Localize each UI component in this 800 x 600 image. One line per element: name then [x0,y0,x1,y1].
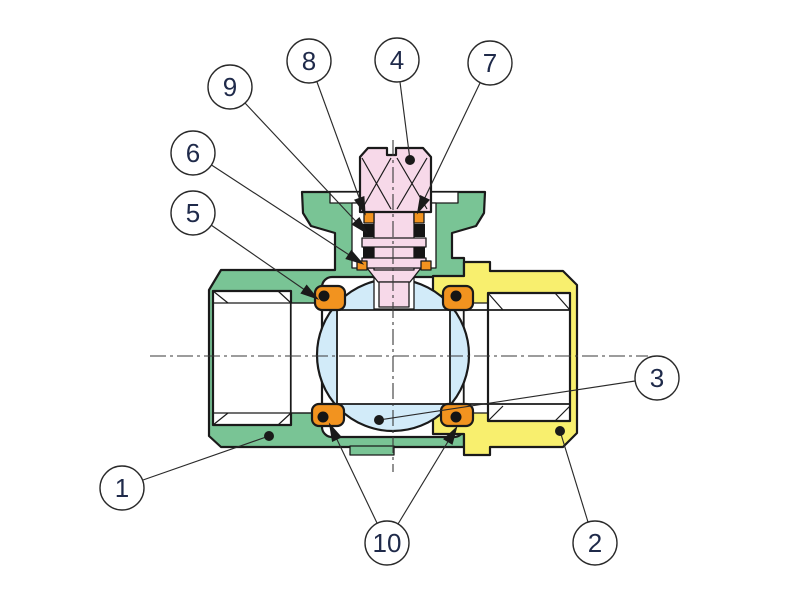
callout-number-9: 9 [223,72,237,102]
leader-line-9 [244,102,366,232]
stem-oring-left-1 [363,224,374,237]
callout-4: 4 [374,37,420,165]
callout-7: 7 [416,40,513,215]
callout-circle-7 [467,40,513,86]
leader-arrow-6 [345,249,365,265]
callout-number-8: 8 [302,46,316,76]
centerlines [150,140,648,472]
stem-washer-left [356,260,368,271]
callout-circle-10 [364,520,410,566]
callout-3: 3 [374,355,680,425]
leader-line-5 [210,224,316,298]
callout-circle-2 [572,520,618,566]
callout-circle-5 [170,190,216,236]
leader-line-3 [378,380,636,421]
callout-10: 10 [328,422,458,566]
leader-line-8 [316,81,365,212]
callout-circle-4 [374,37,420,83]
seat-oring-upper-left [318,290,330,302]
callout-number-1: 1 [115,473,129,503]
stem-seal-upper-right [413,211,425,224]
callout-number-2: 2 [588,528,602,558]
callout-2: 2 [555,426,618,566]
leader-arrow-9 [351,217,369,235]
callout-6: 6 [170,130,365,265]
seat-oring-upper-right [450,290,462,302]
leader-line-7 [418,82,481,211]
leader-line-10 [397,429,456,525]
stem-oring-left-2 [363,247,374,258]
callout-circle-6 [170,130,216,176]
right-port-threads [463,291,572,423]
seat-oring-lower-left [317,411,329,423]
left-port-threads [211,289,323,427]
leader-arrow-5 [300,284,320,300]
leader-line-6 [209,163,361,263]
stem-head [358,146,433,214]
callout-number-5: 5 [186,198,200,228]
callout-8: 8 [286,38,366,216]
leader-dot-2 [555,426,565,436]
leader-line-1 [142,435,270,481]
leader-dot-1 [264,431,274,441]
leader-line-10 [330,426,378,524]
stem-collar-lower [361,257,427,269]
callout-circle-3 [634,355,680,401]
callouts: 1 2 3 4 5 6 7 8 9 10 [99,37,680,566]
callout-5: 5 [170,190,320,300]
seat-oring-lower-right [450,411,462,423]
callout-number-3: 3 [650,363,664,393]
callout-number-10: 10 [373,528,402,558]
callout-circle-8 [286,38,332,84]
callout-number-4: 4 [390,45,404,75]
stem-tang [378,281,410,308]
leader-arrow-7 [416,194,431,215]
callout-number-6: 6 [186,138,200,168]
callout-1: 1 [99,431,274,511]
leader-line-4 [399,81,411,161]
callout-9: 9 [207,64,369,235]
stem-collar-upper [361,237,427,248]
callout-circle-9 [207,64,253,110]
leader-arrow-8 [354,195,366,216]
leader-arrow-10 [443,425,458,445]
body-bottom-boss [349,445,395,456]
callout-number-7: 7 [483,48,497,78]
callout-circle-1 [99,465,145,511]
stem-oring-right-2 [414,247,425,258]
leader-arrow-10 [328,422,343,443]
stem-washer-right [420,260,432,271]
stem-oring-right-1 [414,224,425,237]
leader-line-2 [559,430,589,523]
stem-assembly [356,146,433,271]
leader-dot-3 [374,415,384,425]
leader-dot-4 [405,155,415,165]
